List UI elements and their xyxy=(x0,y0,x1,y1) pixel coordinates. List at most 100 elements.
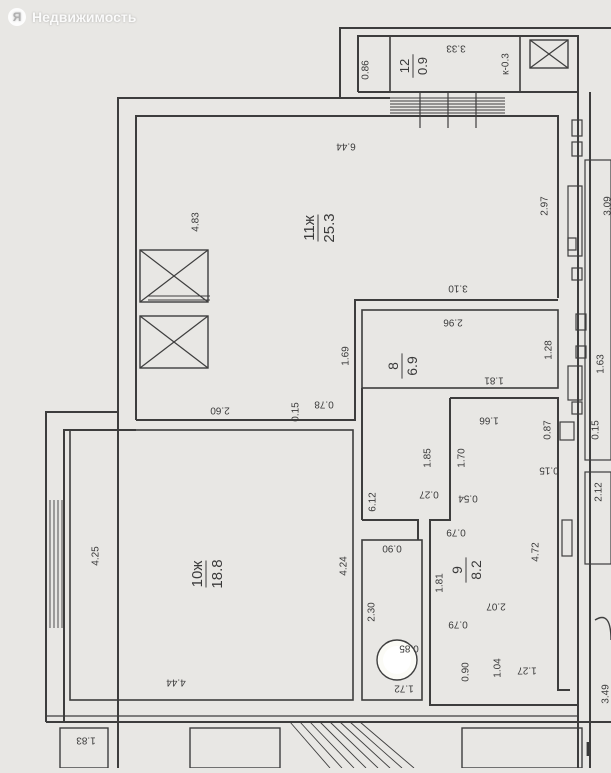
dimension-label: 1.69 xyxy=(341,346,352,366)
dimension-label: 6.44 xyxy=(336,140,356,151)
dimension-label: 0.15 xyxy=(591,420,602,440)
dimension-label: 3.49 xyxy=(601,684,611,704)
riser-2 xyxy=(567,185,583,257)
top-block-inner xyxy=(357,35,579,93)
riser-6 xyxy=(575,345,587,359)
stair-step xyxy=(319,721,367,769)
dimension-label: 2.07 xyxy=(486,600,506,611)
vent-shaft-2 xyxy=(139,315,209,369)
dimension-label: 0.85 xyxy=(399,642,419,653)
vent-shaft-top-diag xyxy=(529,39,569,69)
top-block-outer xyxy=(339,27,611,98)
dimension-label: 2.12 xyxy=(594,482,605,502)
riser-0 xyxy=(571,119,583,137)
dimension-label: к-0.3 xyxy=(501,53,512,75)
riser-4 xyxy=(571,267,583,281)
dimension-label: 2.30 xyxy=(367,602,378,622)
dimension-label: 1.63 xyxy=(596,354,607,374)
riser-8 xyxy=(571,401,583,415)
room-number-r12: 12 xyxy=(397,59,412,73)
stair-step xyxy=(309,721,355,769)
inner-wall-room-11 xyxy=(135,115,559,420)
dimension-label: 1.27 xyxy=(517,664,537,675)
room-area-r9: 8.2 xyxy=(468,560,484,580)
yandex-logo-icon: Я xyxy=(8,8,26,26)
dimension-label: 1.04 xyxy=(493,658,504,678)
room-area-r12: 0.9 xyxy=(415,57,430,75)
room-number-r10: 10ж xyxy=(189,561,206,588)
vent-shaft-1-diag xyxy=(139,249,209,303)
outer-wall-room-10 xyxy=(45,411,118,722)
stair-step xyxy=(349,721,403,769)
right-room-2-outline xyxy=(584,471,611,565)
dimension-label: 4.72 xyxy=(531,542,542,562)
vent-shaft-top xyxy=(529,39,569,69)
dimension-label: 0.87 xyxy=(543,420,554,440)
dimension-label: 0.78 xyxy=(314,398,334,409)
dimension-label: 1.81 xyxy=(435,573,446,593)
room-area-r8: 6.9 xyxy=(404,356,420,376)
stair-step xyxy=(329,721,379,769)
dimension-label: 1.85 xyxy=(423,448,434,468)
vent-shaft-1 xyxy=(139,249,209,303)
riser-9 xyxy=(559,421,575,441)
riser-7 xyxy=(567,365,583,401)
right-room-outline xyxy=(584,159,611,461)
dimension-label: 0.27 xyxy=(419,488,439,499)
dimension-label: 1.72 xyxy=(394,682,414,693)
corridor-step xyxy=(362,519,419,540)
room-9-left-bottom xyxy=(429,398,578,706)
dimension-label: 0.79 xyxy=(448,618,468,629)
stair-mark: I xyxy=(585,739,591,761)
room-number-r8: 8 xyxy=(385,362,401,370)
toilet-bowl xyxy=(383,646,411,674)
dimension-label: 0.15 xyxy=(539,464,559,475)
corridor-lower-outline xyxy=(361,539,423,701)
dimension-label: 2.60 xyxy=(210,404,230,415)
watermark: Я Недвижимость xyxy=(8,8,136,26)
dimension-label: 2.96 xyxy=(443,316,463,327)
room-10-outline xyxy=(69,429,354,701)
dimension-label: 3.10 xyxy=(448,282,468,293)
room-area-r10: 18.8 xyxy=(209,559,226,588)
riser-1 xyxy=(571,141,583,157)
dimension-label: 4.83 xyxy=(191,212,202,232)
room-9-right xyxy=(450,397,570,691)
dimension-label: 1.66 xyxy=(479,414,499,425)
dimension-label: 1.70 xyxy=(457,448,468,468)
room-number-r11: 11ж xyxy=(301,215,318,241)
dimension-label: 3.33 xyxy=(446,42,466,53)
riser-3 xyxy=(567,237,577,251)
dimension-label: 0.90 xyxy=(461,662,472,682)
dimension-label: 4.44 xyxy=(166,676,186,687)
dimension-label: 0.15 xyxy=(291,402,302,422)
dimension-label: 0.90 xyxy=(382,542,402,553)
dimension-label: 6.12 xyxy=(368,492,379,512)
room-8-outline xyxy=(361,309,559,389)
vent-shaft-2-diag xyxy=(139,315,209,369)
dimension-label: 4.25 xyxy=(91,546,102,566)
stair-step xyxy=(359,721,415,769)
room-area-r11: 25.3 xyxy=(321,213,338,242)
dimension-label: 4.24 xyxy=(339,556,350,576)
dimension-label: 0.86 xyxy=(361,60,372,80)
dimension-label: 1.28 xyxy=(544,340,555,360)
room-number-r9: 9 xyxy=(449,566,465,574)
watermark-text: Недвижимость xyxy=(32,9,137,25)
dimension-label: 2.97 xyxy=(540,196,551,216)
riser-5 xyxy=(575,313,587,331)
room-11-bottom xyxy=(136,299,558,421)
dimension-label: 3.09 xyxy=(603,196,611,216)
riser-10 xyxy=(561,519,573,557)
stair-step xyxy=(339,721,391,769)
stair-step xyxy=(289,721,331,769)
dimension-label: 0.54 xyxy=(458,492,478,503)
outer-wall-left-top xyxy=(117,97,390,768)
